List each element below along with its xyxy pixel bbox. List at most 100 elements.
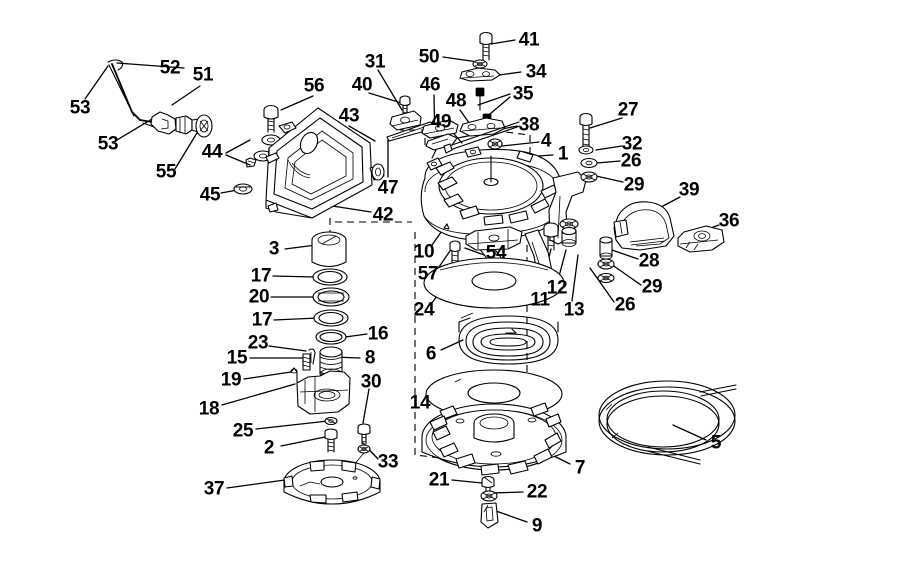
callout-13: 13 — [563, 299, 585, 321]
callout-29-lower: 29 — [641, 276, 663, 298]
part-13-nut-top — [559, 218, 579, 230]
part-3-bushing — [311, 231, 347, 268]
callout-29-upper: 29 — [623, 174, 645, 196]
callout-47: 47 — [377, 177, 399, 199]
part-25-washer — [324, 416, 338, 426]
callout-26-lower: 26 — [614, 294, 636, 316]
callout-8: 8 — [364, 347, 376, 369]
callout-21: 21 — [428, 469, 450, 491]
callout-15: 15 — [226, 347, 248, 369]
part-26-washer-lower — [597, 272, 615, 284]
callout-54: 54 — [485, 242, 507, 264]
part-52-rope-anchor — [107, 59, 141, 121]
part-41-bolt — [479, 31, 493, 61]
callout-6: 6 — [425, 343, 437, 365]
callout-33: 33 — [377, 451, 399, 473]
callout-48: 48 — [445, 90, 467, 112]
callout-37: 37 — [203, 478, 225, 500]
callout-16: 16 — [367, 323, 389, 345]
part-45-nut — [233, 183, 253, 195]
part-1-recoil-housing — [420, 146, 587, 283]
part-48-plate — [459, 117, 506, 137]
part-18-lock-plate — [296, 370, 351, 415]
part-19-pin — [290, 367, 298, 383]
callout-45: 45 — [199, 184, 221, 206]
part-51-starter-handle — [150, 111, 203, 135]
part-30-screw — [357, 423, 371, 445]
part-29-nut-lower — [597, 258, 615, 270]
part-21-screw — [481, 475, 495, 493]
callout-17-upper: 17 — [250, 265, 272, 287]
callout-18: 18 — [198, 398, 220, 420]
callout-57: 57 — [417, 263, 439, 285]
callout-56: 56 — [303, 75, 325, 97]
callout-17-lower: 17 — [251, 309, 273, 331]
callout-50: 50 — [418, 46, 440, 68]
part-42-starter-cover — [265, 107, 385, 219]
part-8-spring — [319, 346, 343, 380]
part-17-washer-lower — [313, 309, 349, 327]
callout-32: 32 — [621, 133, 643, 155]
part-56-bolt — [263, 104, 279, 133]
callout-39: 39 — [678, 179, 700, 201]
part-6-recoil-spring — [458, 312, 559, 365]
callout-53-lower: 53 — [97, 133, 119, 155]
callout-28: 28 — [638, 250, 660, 272]
callout-3: 3 — [268, 238, 280, 260]
part-31-screw — [399, 95, 411, 119]
callout-11: 11 — [530, 289, 550, 311]
callout-4: 4 — [540, 130, 552, 152]
part-46-bracket — [421, 119, 459, 139]
part-16-oring — [315, 329, 347, 345]
callout-1: 1 — [557, 143, 569, 165]
callout-42: 42 — [372, 204, 394, 226]
callout-26-upper: 26 — [620, 150, 642, 172]
part-4-nut — [487, 138, 503, 150]
part-23-pin — [308, 348, 316, 365]
callout-31: 31 — [364, 51, 386, 73]
part-28-spacer — [599, 236, 613, 260]
part-34-link — [459, 67, 501, 82]
callout-41: 41 — [518, 29, 540, 51]
part-2-screw — [324, 428, 338, 453]
callout-49: 49 — [430, 111, 452, 133]
callout-52: 52 — [159, 57, 181, 79]
part-39-lift-handle — [613, 201, 675, 251]
part-20-seal — [312, 287, 350, 307]
callout-12: 12 — [546, 277, 568, 299]
part-22-nut — [480, 490, 498, 502]
part-27-bolt — [579, 112, 593, 147]
callout-35: 35 — [512, 83, 534, 105]
callout-9: 9 — [531, 515, 543, 537]
callout-5: 5 — [710, 432, 722, 454]
part-32-washer — [578, 145, 594, 155]
callout-25: 25 — [232, 420, 254, 442]
callout-19: 19 — [220, 369, 242, 391]
part-36-mount-pad — [677, 225, 725, 253]
part-29-nut-upper — [580, 171, 598, 183]
part-33-nut — [351, 444, 371, 468]
part-50-washer — [472, 59, 488, 69]
callout-36: 36 — [718, 210, 740, 232]
part-37-starter-pulley — [283, 459, 381, 505]
callout-51: 51 — [192, 64, 214, 86]
callout-43: 43 — [338, 105, 360, 127]
part-15-spring-small — [302, 353, 311, 371]
part-38-rod — [443, 121, 521, 154]
part-10-tick — [443, 223, 450, 230]
callout-38: 38 — [518, 114, 540, 136]
part-26-washer-upper — [580, 157, 598, 169]
callout-10: 10 — [413, 241, 435, 263]
callout-20: 20 — [248, 286, 270, 308]
callout-30: 30 — [360, 371, 382, 393]
callout-14: 14 — [409, 392, 431, 414]
callout-7: 7 — [574, 457, 586, 479]
callout-27: 27 — [617, 99, 639, 121]
callout-53-upper: 53 — [69, 97, 91, 119]
callout-40: 40 — [351, 74, 373, 96]
callout-55: 55 — [155, 161, 177, 183]
part-5-starter-rope-coil — [598, 380, 737, 465]
part-11-bolt — [543, 222, 559, 251]
part-7-drum — [421, 402, 567, 476]
